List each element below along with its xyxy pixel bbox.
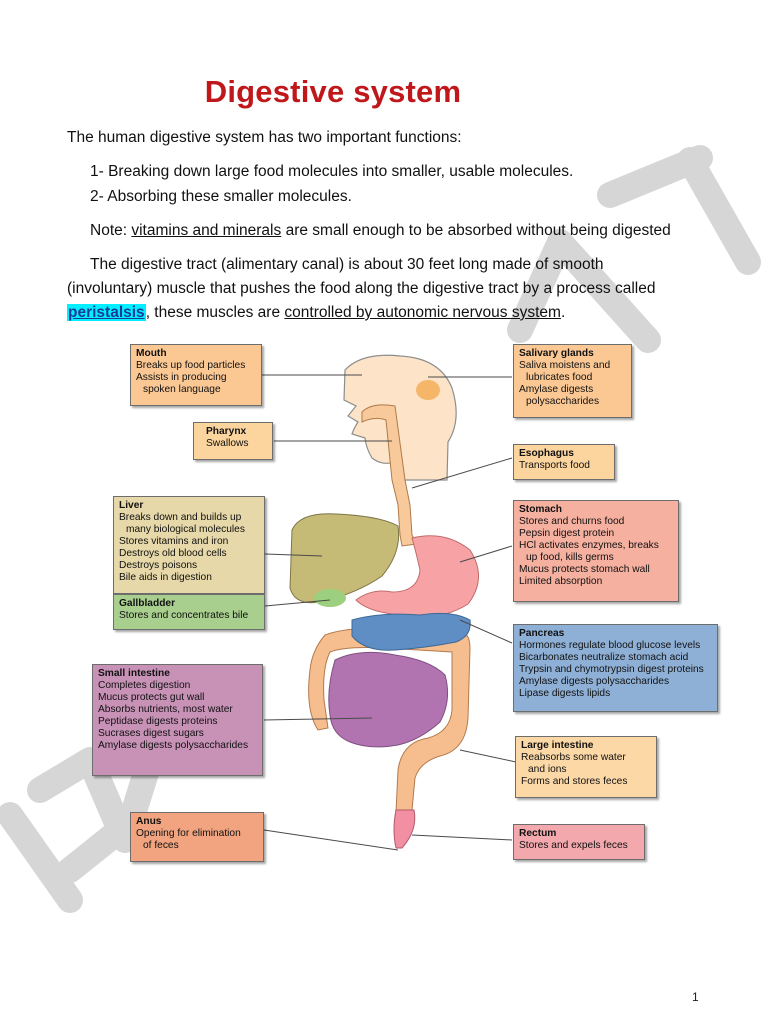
label-anus-line: Opening for elimination — [136, 828, 241, 839]
intro-text: The human digestive system has two impor… — [67, 129, 462, 146]
label-pancreas-line: Lipase digests lipids — [519, 688, 611, 699]
leader-line-large-intestine — [459, 749, 517, 763]
tract-line-2: (involuntary) muscle that pushes the foo… — [67, 280, 656, 297]
leader-line-stomach — [459, 545, 513, 563]
stomach-shape — [355, 535, 479, 618]
label-small-intestine-title: Small intestine — [98, 668, 170, 679]
label-stomach-line: Pepsin digest protein — [519, 528, 615, 539]
label-small-intestine-line: Peptidase digests proteins — [98, 716, 218, 727]
label-small-intestine-line: Mucus protects gut wall — [98, 692, 205, 703]
small-intestine-shape — [328, 651, 449, 748]
label-large-intestine-line: and ions — [528, 764, 567, 775]
label-pancreas-line: Hormones regulate blood glucose levels — [519, 640, 701, 651]
note-text: Note: vitamins and minerals are small en… — [90, 219, 671, 243]
label-large-intestine-line: Reabsorbs some water — [521, 752, 626, 763]
label-large-intestine-line: Forms and stores feces — [521, 776, 628, 787]
leader-line-rectum — [411, 834, 513, 841]
label-liver-title: Liver — [119, 500, 144, 511]
leader-line-liver — [264, 553, 323, 557]
tract-mid: , these muscles are — [145, 304, 285, 321]
label-stomach-title: Stomach — [519, 504, 563, 515]
label-esophagus: Esophagus Transports food — [513, 444, 615, 480]
label-mouth-line: spoken language — [143, 384, 221, 395]
liver-shape — [289, 513, 400, 604]
page-number: 1 — [692, 990, 699, 1004]
label-pancreas-line: Trypsin and chymotrypsin digest proteins — [519, 664, 704, 675]
label-stomach-line: Limited absorption — [519, 576, 603, 587]
leader-line-esophagus — [411, 457, 513, 489]
label-salivary-glands: Salivary glands Saliva moistens and lubr… — [513, 344, 632, 418]
label-liver-line: Stores vitamins and iron — [119, 536, 229, 547]
label-mouth-line: Breaks up food particles — [136, 360, 246, 371]
label-mouth-line: Assists in producing — [136, 372, 227, 383]
label-liver-line: Bile aids in digestion — [119, 572, 212, 583]
peristalsis-highlight: peristalsis — [67, 304, 146, 321]
label-large-intestine-title: Large intestine — [521, 740, 594, 751]
label-liver-line: many biological molecules — [126, 524, 245, 535]
label-pancreas-line: Bicarbonates neutralize stomach acid — [519, 652, 689, 663]
label-esophagus-line: Transports food — [519, 460, 590, 471]
esophagus-shape — [361, 404, 418, 547]
label-pancreas-line: Amylase digests polysaccharides — [519, 676, 670, 687]
note-suffix: are small enough to be absorbed without … — [281, 222, 671, 239]
label-liver-line: Breaks down and builds up — [119, 512, 242, 523]
label-salivary-glands-line: Amylase digests — [519, 384, 594, 395]
label-large-intestine: Large intestine Reabsorbs some water and… — [515, 736, 657, 798]
label-salivary-glands-line: polysaccharides — [526, 396, 600, 407]
label-stomach-line: Stores and churns food — [519, 516, 625, 527]
label-anus-title: Anus — [136, 816, 162, 827]
note-underlined: vitamins and minerals — [131, 222, 282, 239]
gallbladder-shape — [314, 589, 346, 607]
tract-line-3: peristalsis, these muscles are controlle… — [67, 301, 565, 325]
label-gallbladder-line: Stores and concentrates bile — [119, 610, 249, 621]
label-stomach-line: HCl activates enzymes, breaks — [519, 540, 659, 551]
tract-underlined: controlled by autonomic nervous system — [284, 304, 561, 321]
label-mouth-title: Mouth — [136, 348, 167, 359]
function-item: 2- Absorbing these smaller molecules. — [90, 188, 352, 205]
label-small-intestine-line: Absorbs nutrients, most water — [98, 704, 233, 715]
function-item: 1- Breaking down large food molecules in… — [90, 163, 574, 180]
label-pharynx: Pharynx Swallows — [193, 422, 273, 460]
leader-line-pancreas — [459, 619, 513, 644]
leader-line-anus — [263, 829, 399, 851]
label-rectum-line: Stores and expels feces — [519, 840, 628, 851]
tract-line-1: The digestive tract (alimentary canal) i… — [90, 256, 604, 273]
label-small-intestine-line: Completes digestion — [98, 680, 191, 691]
label-esophagus-title: Esophagus — [519, 448, 574, 459]
label-anus-line: of feces — [143, 840, 179, 851]
label-stomach-line: Mucus protects stomach wall — [519, 564, 650, 575]
label-salivary-glands-line: Saliva moistens and — [519, 360, 611, 371]
salivary-gland-shape — [416, 380, 440, 400]
label-mouth: Mouth Breaks up food particles Assists i… — [130, 344, 262, 406]
label-gallbladder-title: Gallbladder — [119, 598, 176, 609]
label-pharynx-title: Pharynx — [206, 426, 247, 437]
label-gallbladder: Gallbladder Stores and concentrates bile — [113, 594, 265, 630]
label-small-intestine-line: Amylase digests polysaccharides — [98, 740, 249, 751]
label-liver-line: Destroys poisons — [119, 560, 198, 571]
anatomy-illustration — [262, 354, 517, 851]
page-title: Digestive system — [204, 74, 462, 109]
leader-line-gallbladder — [264, 599, 331, 607]
tract-end: . — [560, 304, 566, 321]
label-salivary-glands-line: lubricates food — [526, 372, 593, 383]
label-pharynx-line: Swallows — [206, 438, 249, 449]
label-small-intestine: Small intestine Completes digestion Mucu… — [92, 664, 263, 776]
digestive-diagram: Mouth Breaks up food particles Assists i… — [0, 330, 768, 870]
label-stomach-line: up food, kills germs — [526, 552, 614, 563]
pancreas-shape — [351, 612, 471, 651]
rectum-shape — [393, 809, 416, 849]
note-prefix: Note: — [90, 222, 132, 239]
label-salivary-glands-title: Salivary glands — [519, 348, 594, 359]
label-liver: Liver Breaks down and builds up many bio… — [113, 496, 265, 594]
label-rectum-title: Rectum — [519, 828, 557, 839]
label-pancreas: Pancreas Hormones regulate blood glucose… — [513, 624, 718, 712]
leader-line-small-intestine — [263, 717, 373, 721]
label-small-intestine-line: Sucrases digest sugars — [98, 728, 204, 739]
label-liver-line: Destroys old blood cells — [119, 548, 227, 559]
label-anus: Anus Opening for elimination of feces — [130, 812, 264, 862]
label-pancreas-title: Pancreas — [519, 628, 565, 639]
label-rectum: Rectum Stores and expels feces — [513, 824, 645, 860]
label-stomach: Stomach Stores and churns food Pepsin di… — [513, 500, 679, 602]
